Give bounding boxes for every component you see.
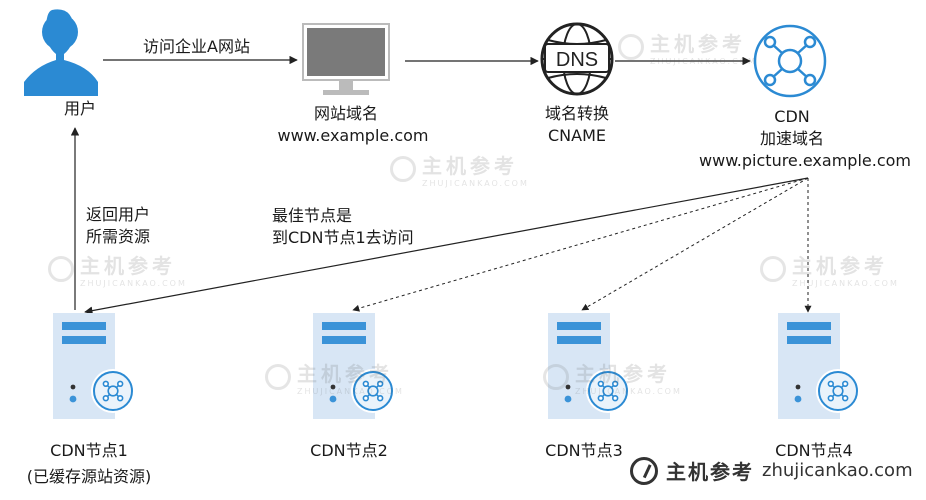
arrow-cdn-to-node1 [84,177,809,315]
brand-logo-icon [630,456,658,485]
dns-badge: DNS [556,49,598,71]
edge-label-best-1: 最佳节点是 [272,206,353,225]
cdn-label-accel: 加速域名 [759,129,825,148]
dns-label-title: 域名转换 [544,104,610,123]
edge-label-visit: 访问企业A网站 [143,37,250,56]
dns-globe-icon: DNS [540,22,614,96]
brand-name: 主机参考 [666,460,754,484]
cdn-label-title: CDN [774,107,810,126]
edge-label-return-1: 返回用户 [86,205,151,224]
edge-label-best-2: 到CDN节点1去访问 [272,228,414,247]
server-sublabel-1: (已缓存源站资源) [26,467,152,486]
server-label-3: CDN节点3 [545,441,623,460]
server-label-2: CDN节点2 [310,441,388,460]
cdn-label-domain: www.picture.example.com [699,151,911,170]
server-node-2 [312,312,396,420]
edge-label-return-2: 所需资源 [86,227,151,246]
server-label-4: CDN节点4 [775,441,853,460]
server-node-1 [52,312,136,420]
website-label-domain: www.example.com [277,126,429,145]
arrow-cdn-to-node2 [352,177,809,312]
arrow-cdn-to-node3 [581,177,809,311]
cdn-network-icon [753,24,827,98]
server-label-1: CDN节点1 [50,441,128,460]
server-node-4 [777,312,861,420]
website-label-title: 网站域名 [313,104,379,123]
dns-label-cname: CNAME [548,126,606,145]
brand-url: zhujicankao.com [762,460,913,481]
user-icon [24,9,98,96]
server-node-3 [547,312,631,420]
monitor-icon [302,23,390,95]
brand-watermark: 主机参考 zhujicankao.com [630,456,913,485]
user-label: 用户 [63,99,97,118]
